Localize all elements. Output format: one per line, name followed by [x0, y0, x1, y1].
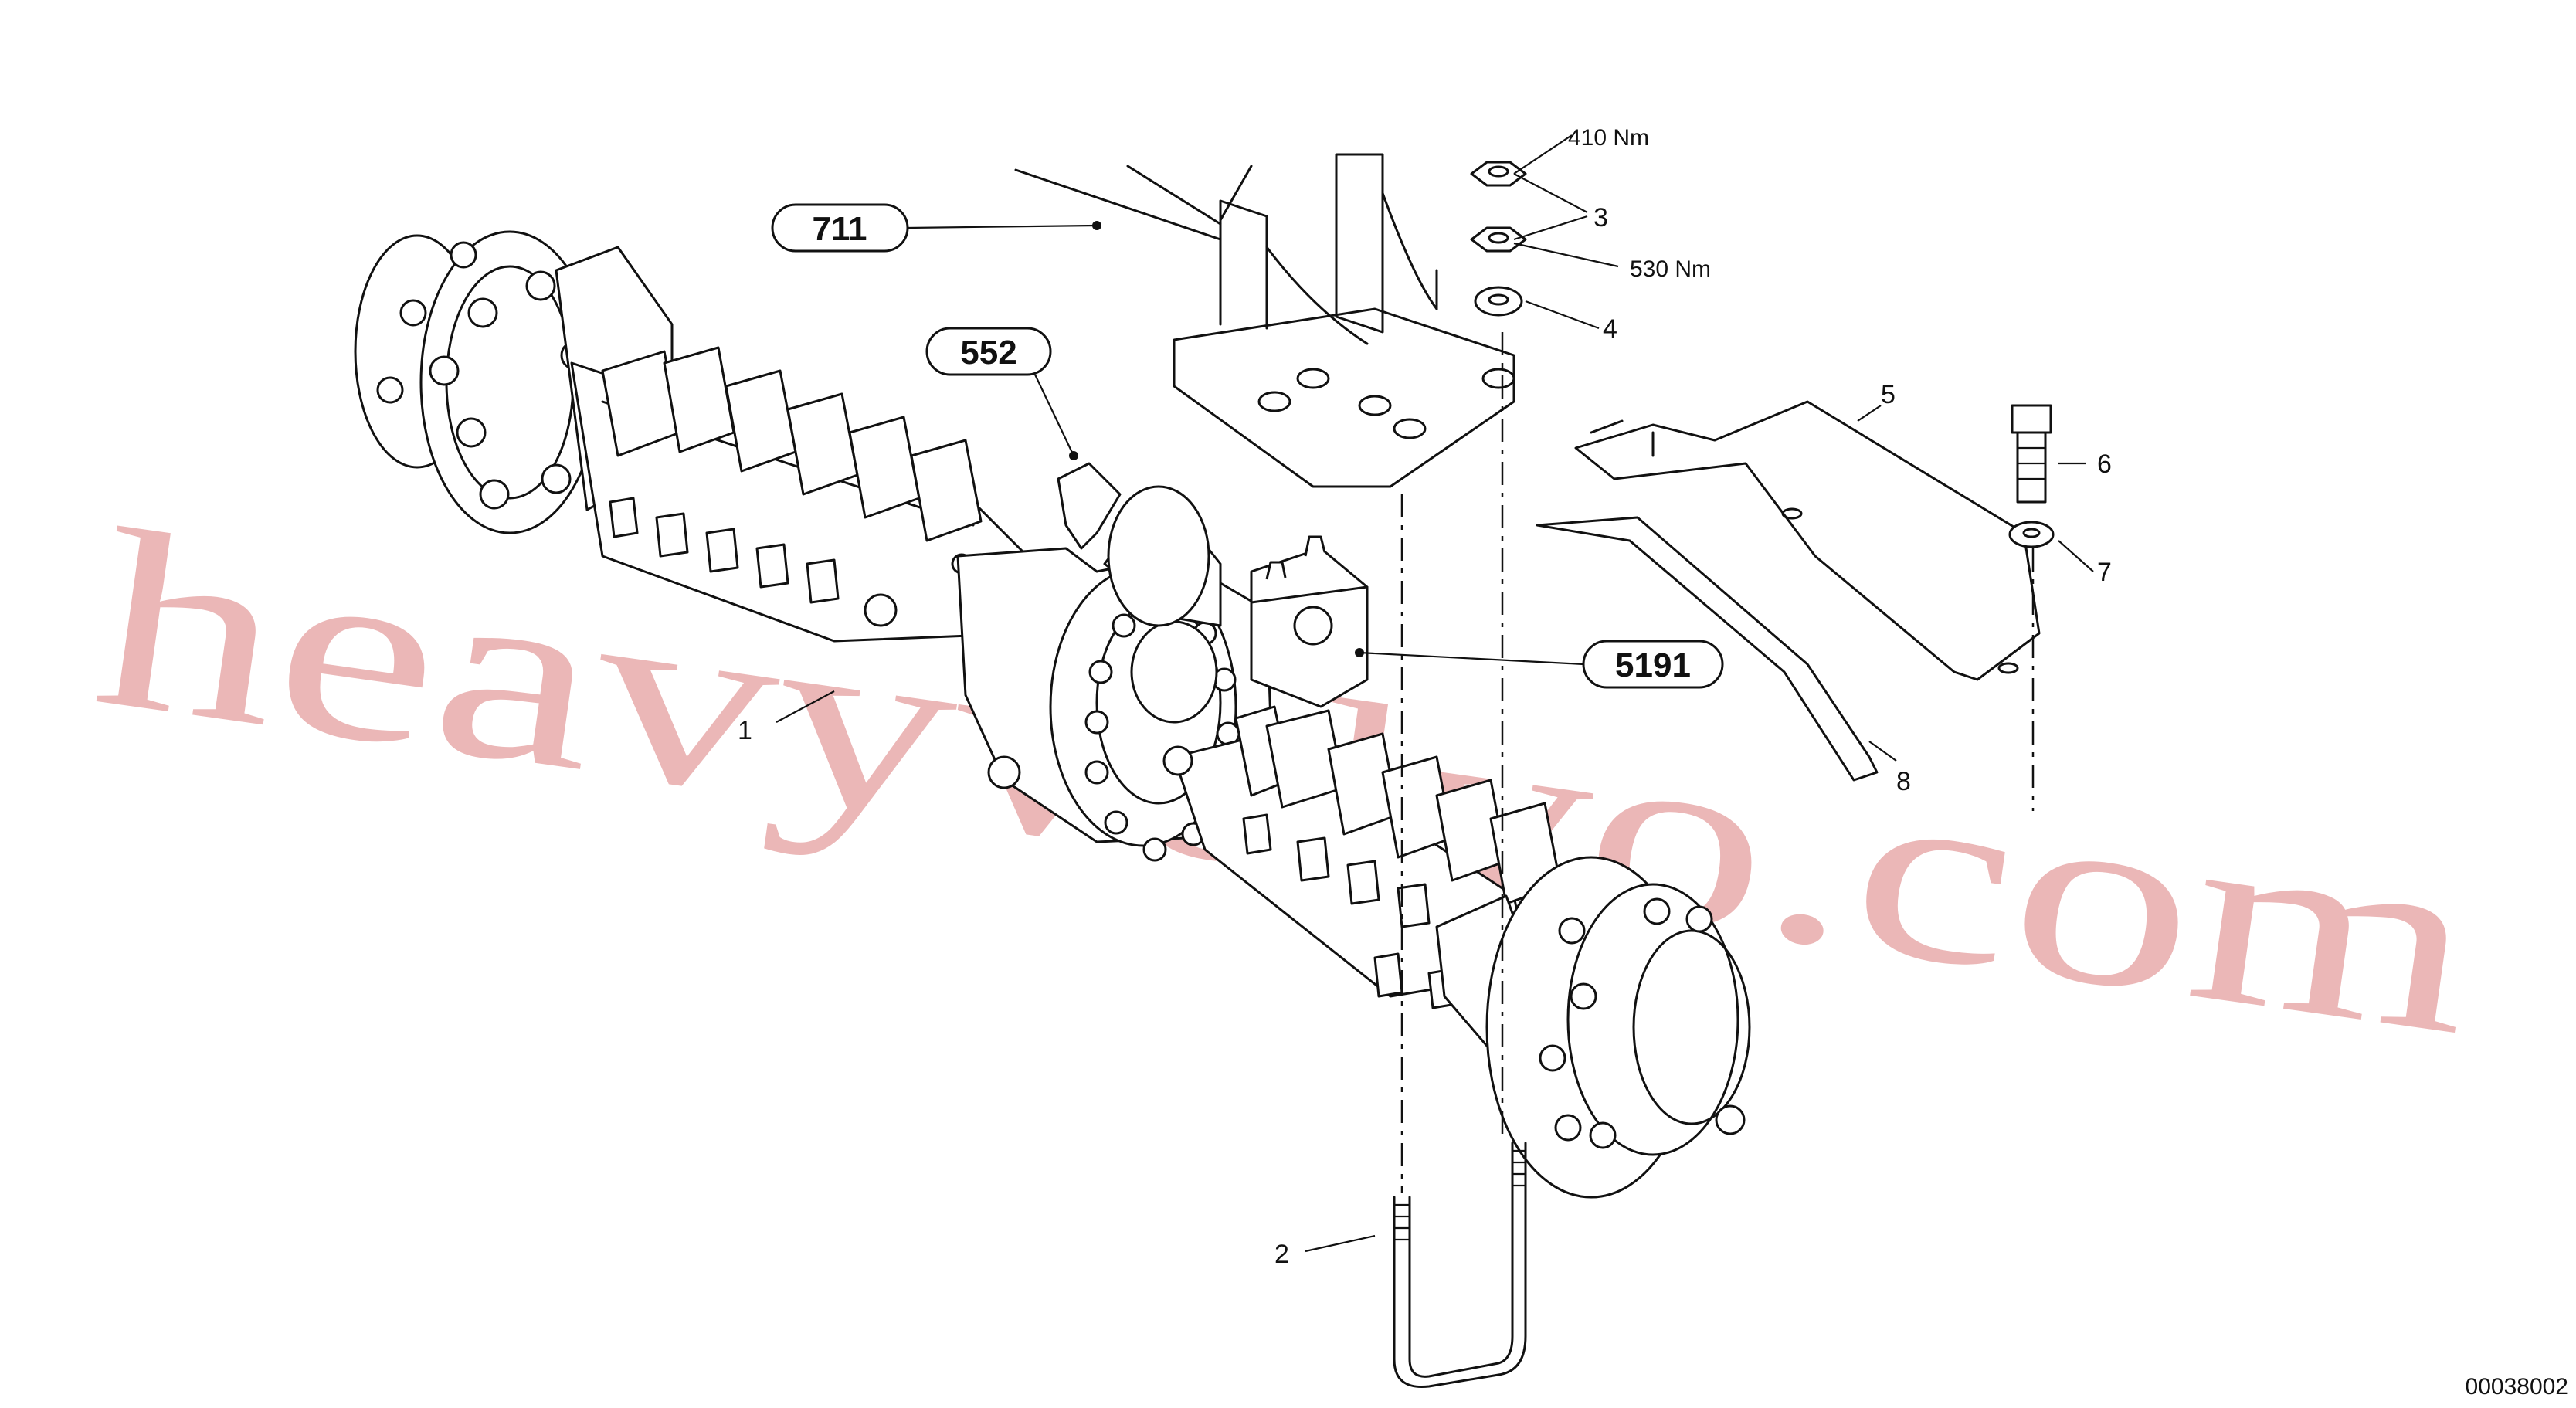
callout-6: 6 [2097, 450, 2112, 479]
center-lines [1400, 332, 2035, 1193]
left-wheel-hub [354, 230, 674, 534]
reference-5191: 5191 [1582, 640, 1724, 689]
callout-1: 1 [738, 716, 752, 745]
callout-5: 5 [1881, 380, 1896, 409]
torque-upper: 410 Nm [1568, 125, 1649, 151]
bolt-and-washer [2008, 404, 2055, 548]
callout-4: 4 [1603, 314, 1617, 344]
leader-lines [776, 134, 2094, 1253]
callout-7: 7 [2097, 558, 2112, 587]
callout-2: 2 [1274, 1240, 1289, 1269]
u-bolt [1393, 1142, 1527, 1389]
callout-8: 8 [1896, 767, 1911, 796]
spacer-plates [1536, 400, 2041, 782]
axle-assembly [354, 230, 1751, 1199]
reference-552-label: 552 [960, 334, 1016, 372]
torque-lower: 530 Nm [1630, 256, 1711, 282]
reference-711-label: 711 [813, 210, 867, 248]
right-wheel-hub [1435, 856, 1751, 1199]
valve-block [1250, 535, 1369, 708]
reference-5191-label: 5191 [1615, 646, 1691, 684]
nut-stack [1470, 161, 1527, 317]
document-number: 00038002 [2466, 1374, 2568, 1400]
reference-711: 711 [771, 203, 909, 253]
mounting-bracket [1014, 153, 1515, 488]
callout-3: 3 [1593, 203, 1608, 232]
reference-552: 552 [925, 327, 1052, 376]
